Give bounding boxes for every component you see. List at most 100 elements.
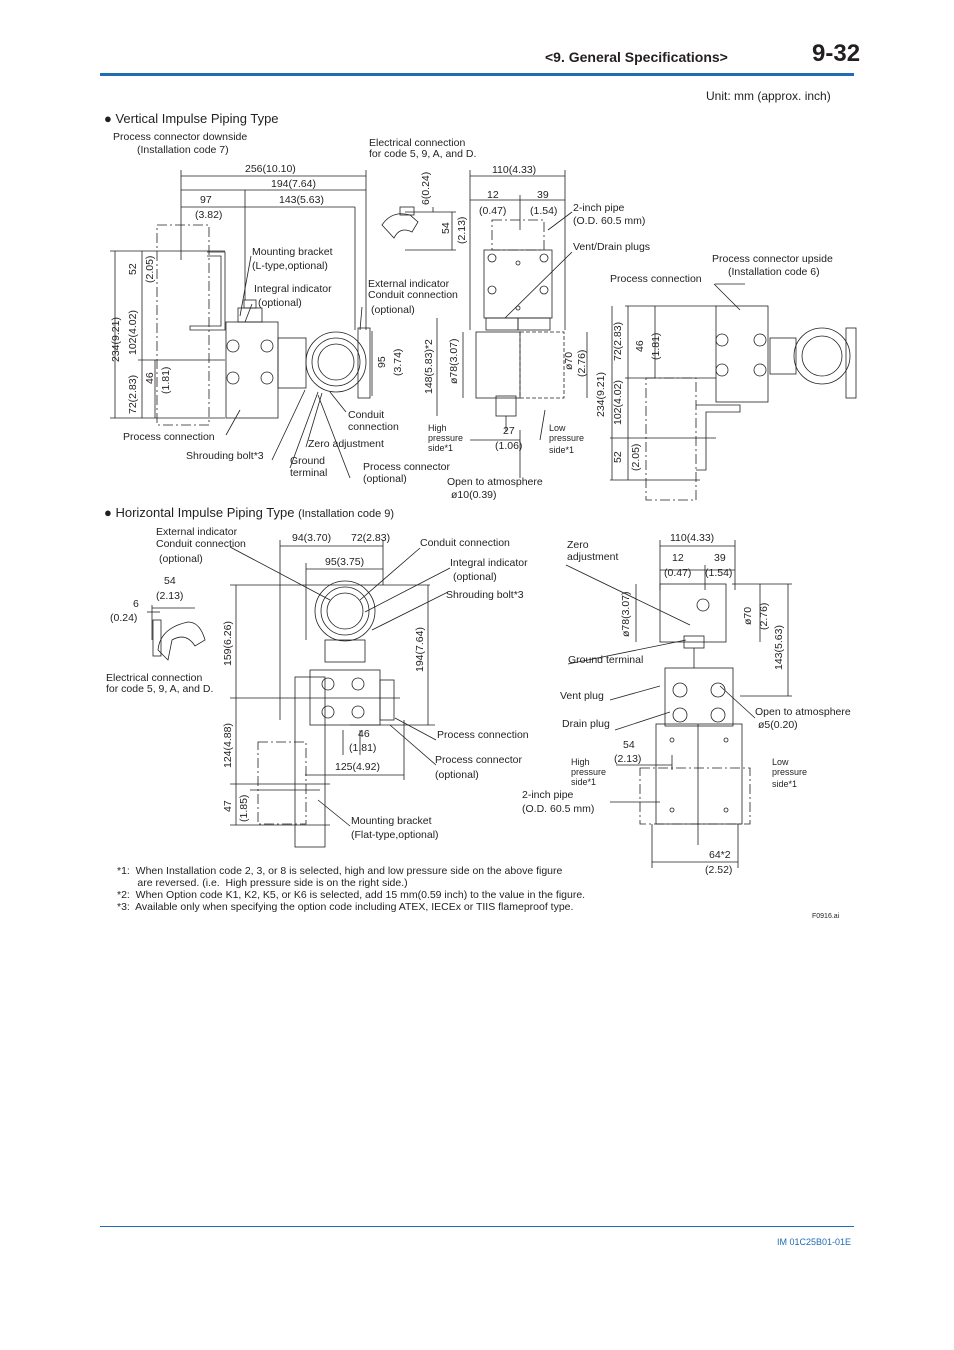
label: Conduit connection [156,538,246,550]
label: (Installation code 6) [728,266,820,278]
label: 72(2.83) [127,375,139,414]
label: 95(3.75) [325,556,364,568]
label: 95 [376,356,388,368]
label: 2-inch pipe [573,202,625,214]
label: 110(4.33) [670,532,714,544]
horizontal-title: ● Horizontal Impulse Piping Type (Instal… [104,505,395,520]
label: Shrouding bolt*3 [446,589,524,601]
label: terminal [290,467,327,479]
label: Low [772,757,789,767]
label: Shrouding bolt*3 [186,450,264,462]
label: (2.05) [144,256,156,283]
label: 54 [440,222,452,234]
label: Electrical connection [369,137,465,149]
footnote: *3: Available only when specifying the o… [117,901,574,913]
label: (3.74) [392,349,404,376]
label: Process connector downside [113,131,247,143]
label: for code 5, 9, A, and D. [369,148,476,160]
label: 52 [612,451,624,463]
label: (Installation code 7) [137,144,229,156]
label: High [571,757,590,767]
label: (2.05) [630,444,642,471]
label: pressure [549,433,584,443]
figure-id: F0916.ai [812,913,840,920]
label: ø70 [563,352,575,370]
label: Open to atmosphere [447,476,543,488]
label: pressure [428,433,463,443]
label: 94(3.70) [292,532,331,544]
label: (O.D. 60.5 mm) [522,803,594,815]
label: (1.81) [349,742,376,754]
label: 194(7.64) [271,178,316,190]
label: 6 [133,598,139,610]
footnote: *1: When Installation code 2, 3, or 8 is… [117,865,563,877]
label: side*1 [549,445,574,455]
label: 2-inch pipe [522,789,574,801]
header-rule [100,73,854,76]
label: (2.76) [758,603,770,630]
label: 46 [144,372,156,384]
label: Vent plug [560,690,604,702]
label: 143(5.63) [279,194,324,206]
label: 12 [672,552,684,564]
label: Process connection [610,273,702,285]
label: 256(10.10) [245,163,296,175]
footnotes: *1: When Installation code 2, 3, or 8 is… [117,865,585,913]
label: 102(4.02) [127,310,139,355]
label: (1.81) [650,333,662,360]
label: (1.81) [160,367,172,394]
label: 72(2.83) [612,322,624,361]
label: Process connector [363,461,450,473]
label: 102(4.02) [612,380,624,425]
label: Electrical connection [106,672,202,684]
label: pressure [772,767,807,777]
label: Zero [567,539,589,551]
label: Ground [290,455,325,467]
label: Low [549,423,566,433]
label: ø78(3.07) [448,338,460,384]
label: (L-type,optional) [252,260,328,272]
label: External indicator [156,526,238,538]
label: Zero adjustment [308,438,384,450]
label: External indicator [368,278,450,290]
label: for code 5, 9, A, and D. [106,683,213,695]
horizontal-right-view [565,540,792,868]
footer-rule [100,1226,854,1227]
label: Open to atmosphere [755,706,851,718]
label: 27 [503,425,515,437]
label: Conduit [348,409,384,421]
page-number: 9-32 [812,40,861,67]
label: Process connection [437,729,529,741]
label: 125(4.92) [335,761,380,773]
label: Conduit connection [420,537,510,549]
label: 46 [358,728,370,740]
label: Mounting bracket [351,815,432,827]
page-header: <9. General Specifications> 9-32 [0,0,954,80]
section-title: <9. General Specifications> [545,49,728,65]
label: Mounting bracket [252,246,333,258]
label: (optional) [435,769,479,781]
label: Conduit connection [368,289,458,301]
label: (optional) [258,297,302,309]
label: 97 [200,194,212,206]
label: (optional) [453,571,497,583]
label: ø5(0.20) [758,719,798,731]
drawing-labels: Process connector downside (Installation… [106,131,851,876]
label: (1.85) [238,795,250,822]
label: (2.52) [705,864,732,876]
label: (2.13) [614,753,641,765]
label: 110(4.33) [492,164,536,176]
label: (1.54) [705,567,732,579]
label: 159(6.26) [222,621,234,666]
label: 54 [164,575,176,587]
label: (0.47) [479,205,506,217]
label: (Flat-type,optional) [351,829,439,841]
horizontal-left-view [147,540,451,848]
label: side*1 [571,777,596,787]
label: Drain plug [562,718,610,730]
label: 54 [623,739,635,751]
label: (optional) [159,553,203,565]
label: 234(9.21) [110,317,122,362]
label: Vent/Drain plugs [573,241,650,253]
